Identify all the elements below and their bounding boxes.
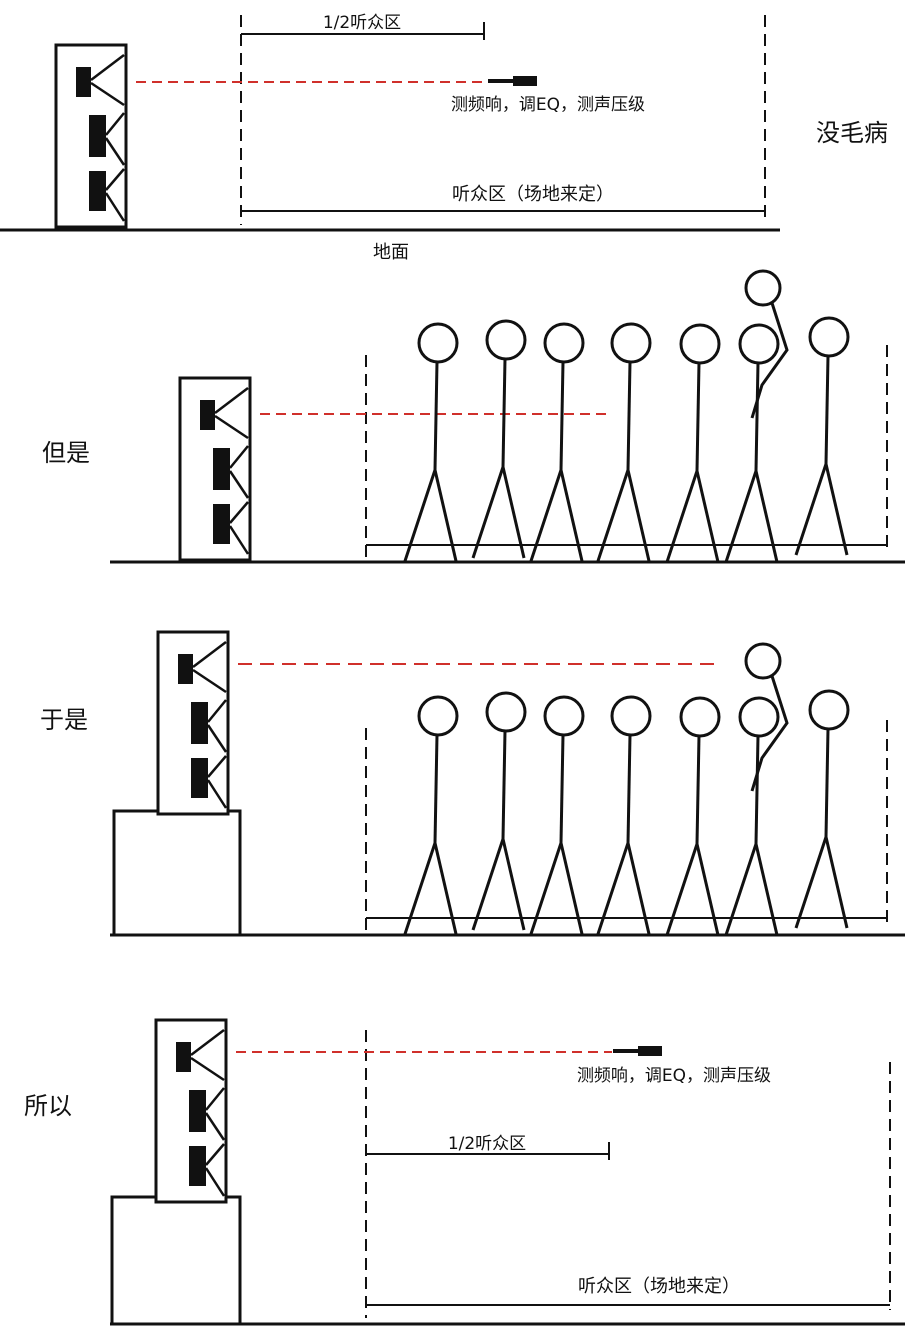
speaker-cabinet-icon <box>154 1018 228 1204</box>
audience-person <box>596 322 652 563</box>
audience-person <box>794 316 850 557</box>
speaker-cabinet-icon <box>54 43 128 229</box>
audience-person <box>724 323 780 564</box>
audience-person <box>794 689 850 930</box>
measurement-mic-icon <box>488 76 537 86</box>
audience-person <box>724 696 780 937</box>
zone-label: 听众区（场地来定） <box>578 1276 740 1297</box>
audience-person <box>529 322 585 563</box>
panel-3: 于是 <box>40 630 905 937</box>
audience-person <box>403 322 459 563</box>
audience-person <box>596 695 652 936</box>
audience-person <box>403 695 459 936</box>
ground-label: 地面 <box>373 242 409 263</box>
side-label: 所以 <box>24 1092 72 1120</box>
side-label: 但是 <box>42 439 90 467</box>
measurement-note: 测频响，调EQ，测声压级 <box>451 95 645 115</box>
audience <box>403 269 850 564</box>
measurement-note: 测频响，调EQ，测声压级 <box>577 1066 771 1086</box>
side-label: 没毛病 <box>816 119 888 147</box>
half-zone-label: 1/2听众区 <box>323 13 401 33</box>
stage-riser <box>112 809 242 937</box>
audience-person <box>471 319 527 560</box>
audience-person <box>529 695 585 936</box>
raised-person <box>744 642 789 792</box>
raised-person <box>744 269 789 419</box>
stage-riser <box>110 1195 242 1326</box>
panel-4: 测频响，调EQ，测声压级 1/2听众区 听众区（场地来定） 所以 <box>24 1018 905 1326</box>
audience-person <box>665 696 721 937</box>
half-zone-label: 1/2听众区 <box>448 1134 526 1154</box>
measurement-mic-icon <box>613 1046 662 1056</box>
speaker-cabinet-icon <box>178 376 252 562</box>
panel-1: 1/2听众区 测频响，调EQ，测声压级 听众区（场地来定） 地面 没毛病 <box>0 13 888 263</box>
zone-label: 听众区（场地来定） <box>452 184 614 205</box>
audience <box>403 642 850 937</box>
audience-person <box>471 691 527 932</box>
panel-2: 但是 <box>42 269 905 564</box>
audience-person <box>665 323 721 564</box>
side-label: 于是 <box>40 706 88 734</box>
speaker-cabinet-icon <box>156 630 230 816</box>
